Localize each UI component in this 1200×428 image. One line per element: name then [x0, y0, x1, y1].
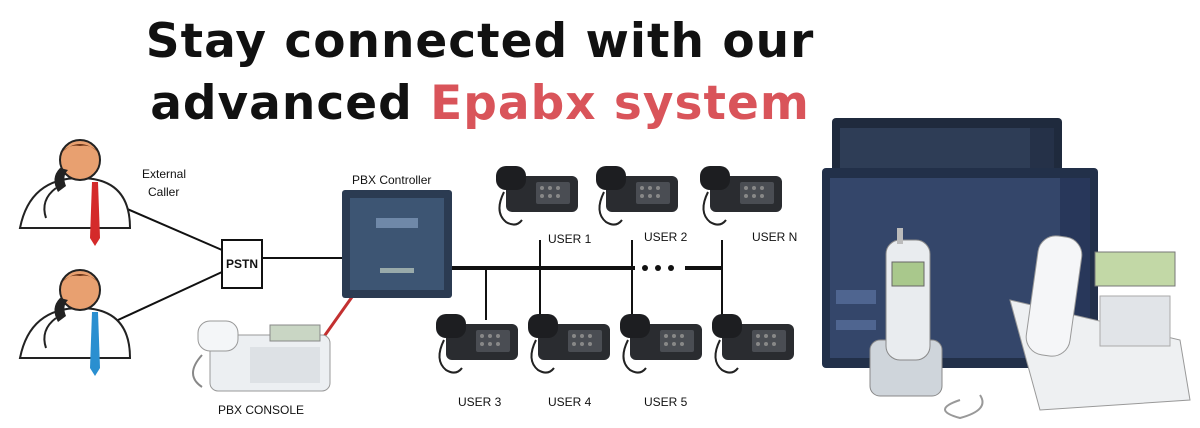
digital-desk-phone [944, 235, 1191, 420]
user-3-label: USER 3 [458, 395, 502, 409]
external-caller-label-1: External [142, 167, 186, 181]
pstn-box [221, 239, 263, 289]
bus-dot [668, 265, 674, 271]
pbx-controller-unit [342, 190, 452, 298]
headline-line-1: Stay connected with our [145, 14, 815, 69]
user-5-phone [619, 313, 703, 374]
pbx-console-label: PBX CONSOLE [218, 403, 304, 417]
line-caller1-pstn [117, 204, 223, 251]
user-5-label: USER 5 [644, 395, 688, 409]
bus-dot [642, 265, 648, 271]
external-caller-label-2: Caller [148, 185, 179, 199]
external-caller-1 [19, 139, 131, 246]
pbx-console-phone [192, 320, 331, 392]
cordless-handset [869, 228, 943, 397]
user-2-label: USER 2 [644, 230, 688, 244]
headline-line-2: advanced Epabx system [0, 80, 960, 127]
user-n-label: USER N [752, 230, 797, 244]
user-4-phone [527, 313, 611, 374]
tie-red-icon [90, 182, 100, 246]
pbx-controller-label: PBX Controller [352, 173, 431, 187]
user-3-phone [435, 313, 519, 374]
pstn-label: PSTN [226, 257, 258, 271]
line-caller2-pstn [117, 271, 223, 321]
tie-blue-icon [90, 312, 100, 376]
user-1-label: USER 1 [548, 232, 592, 246]
user-2-phone [595, 165, 679, 226]
user-n-phone [699, 165, 783, 226]
headline-plain: advanced [150, 76, 431, 131]
extra-user-phone [711, 313, 795, 374]
bus-dot [655, 265, 661, 271]
external-caller-2 [19, 269, 131, 376]
user-1-phone [495, 165, 579, 226]
user-4-label: USER 4 [548, 395, 592, 409]
headline-accent: Epabx system [430, 76, 810, 131]
